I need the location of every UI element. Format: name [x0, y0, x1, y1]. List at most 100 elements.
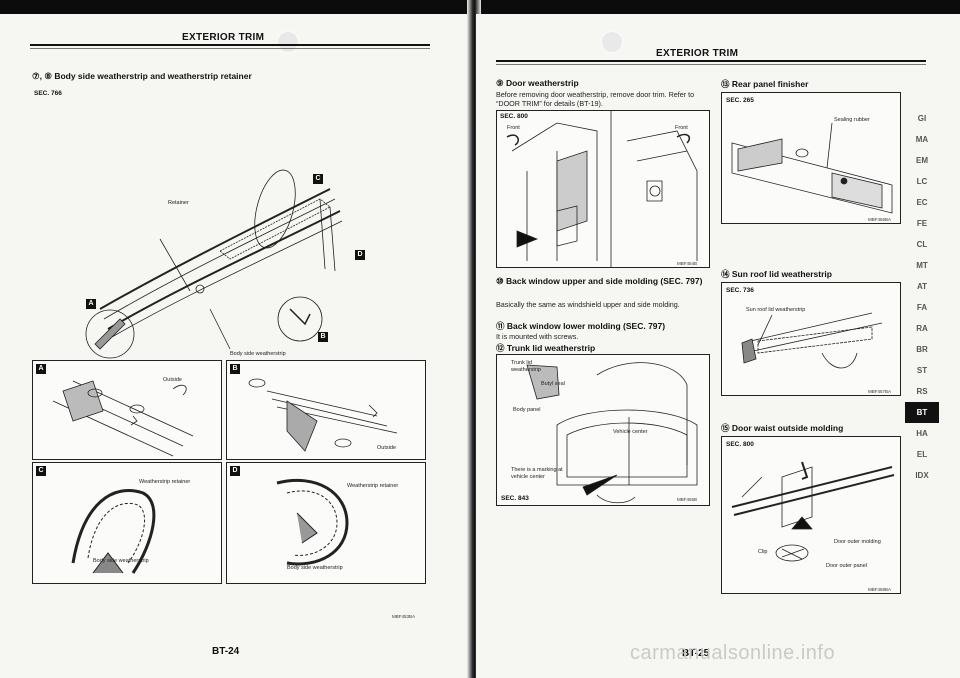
section-index-tabs: GI MA EM LC EC FE CL MT AT FA RA BR ST R…	[905, 108, 939, 486]
sec-number: SEC. 766	[34, 90, 62, 97]
tab-ra[interactable]: RA	[916, 324, 928, 333]
door-weatherstrip-figure: SEC. 800 Front Front MBF454B	[496, 110, 710, 268]
tab-el[interactable]: EL	[916, 450, 928, 459]
header-rule	[30, 44, 430, 46]
rear-panel-drawing	[731, 122, 893, 214]
sunroof-figure: SEC. 736 Sun roof lid weatherstrip MBF45…	[721, 282, 901, 396]
tab-cl[interactable]: CL	[916, 240, 928, 249]
figure-code: MBF453BA	[392, 614, 416, 619]
sunroof-title: ⑭ Sun roof lid weatherstrip	[721, 269, 832, 279]
waist-figure: SEC. 800 Door outer molding Clip Door ou…	[721, 436, 901, 594]
tab-fe[interactable]: FE	[916, 219, 928, 228]
rear-panel-title: ⑬ Rear panel finisher	[721, 79, 809, 89]
right-page: EXTERIOR TRIM ⑨ Door weatherstrip Before…	[476, 14, 960, 678]
sunroof-drawing	[741, 312, 883, 369]
callout-d: D	[355, 250, 365, 260]
marking-note-label: There is a marking at vehicle center	[511, 467, 563, 480]
weatherstrip-retainer-label: Weatherstrip retainer	[139, 479, 191, 485]
watermark: carmanualsonline.info	[630, 642, 836, 664]
body-side-weatherstrip-label: Body side weatherstrip	[230, 351, 286, 357]
front-label-1: Front	[507, 125, 520, 131]
detail-b-figure: B Outside	[226, 360, 426, 460]
tab-ha[interactable]: HA	[916, 429, 928, 438]
rear-panel-figcode: MBF456BA	[868, 217, 892, 222]
page-number: BT-25	[682, 648, 710, 659]
body-side-weatherstrip-label-d: Body side weatherstrip	[287, 565, 343, 571]
header-rule	[496, 60, 926, 62]
trunk-figcode: MBF455B	[677, 497, 698, 502]
rear-panel-sec: SEC. 265	[726, 97, 754, 104]
tab-st[interactable]: ST	[916, 366, 928, 375]
weatherstrip-retainer-label-d: Weatherstrip retainer	[347, 483, 399, 489]
trunk-lid-ws-label: Trunk lid weatherstrip	[511, 360, 541, 373]
trunk-lid-title: ⑫ Trunk lid weatherstrip	[496, 343, 596, 353]
tab-lc[interactable]: LC	[916, 177, 928, 186]
tab-fa[interactable]: FA	[916, 303, 928, 312]
detail-c-tag: C	[36, 466, 46, 476]
back-window-lower-text: It is mounted with screws.	[496, 332, 579, 341]
detail-b-drawing	[248, 378, 398, 452]
waist-sec: SEC. 800	[726, 441, 754, 448]
vehicle-center-label: Vehicle center	[613, 429, 648, 435]
trunk-lid-drawing	[526, 362, 698, 504]
tab-gi[interactable]: GI	[917, 114, 927, 123]
detail-a-tag: A	[36, 364, 46, 374]
trunk-sec: SEC. 843	[501, 495, 529, 502]
binder-hole	[602, 32, 622, 52]
tab-at[interactable]: AT	[916, 282, 928, 291]
back-window-text: Basically the same as windshield upper a…	[496, 300, 680, 309]
section-title: ⑦, ⑧ Body side weatherstrip and weathers…	[32, 71, 252, 81]
door-weatherstrip-drawing	[506, 111, 698, 267]
tab-br[interactable]: BR	[916, 345, 928, 354]
back-window-title: ⑩ Back window upper and side molding (SE…	[496, 276, 703, 286]
door-weatherstrip-title: ⑨ Door weatherstrip	[496, 78, 579, 88]
weatherstrip-main-diagram	[85, 169, 343, 359]
detail-a-drawing	[52, 380, 194, 457]
back-window-lower-title: ⑪ Back window lower molding (SEC. 797)	[496, 321, 666, 331]
door-weatherstrip-text: Before removing door weatherstrip, remov…	[496, 90, 695, 108]
door-ws-figcode: MBF454B	[677, 261, 698, 266]
header-rule-thin	[496, 64, 926, 65]
callout-a: A	[86, 299, 96, 309]
tab-idx[interactable]: IDX	[915, 471, 929, 480]
waist-figcode: MBF458BA	[868, 587, 892, 592]
butyl-seal-label: Butyl seal	[541, 381, 565, 387]
sealing-rubber-label: Sealing rubber	[834, 117, 870, 123]
detail-a-figure: A Outside	[32, 360, 222, 460]
door-outer-molding-label: Door outer molding	[834, 539, 881, 545]
waist-title: ⑮ Door waist outside molding	[721, 423, 844, 433]
sunroof-sec: SEC. 736	[726, 287, 754, 294]
body-side-weatherstrip-label-c: Body side weatherstrip	[93, 558, 149, 564]
header-rule-thin	[30, 48, 430, 49]
page-number: BT-24	[212, 646, 240, 657]
sunroof-figcode: MBF457BA	[868, 389, 892, 394]
callout-b: B	[318, 332, 328, 342]
page-header: EXTERIOR TRIM	[182, 32, 265, 43]
trunk-lid-figure: Trunk lid weatherstrip Butyl seal Body p…	[496, 354, 710, 506]
sunroof-ws-label: Sun roof lid weatherstrip	[746, 307, 806, 313]
door-outer-panel-label: Door outer panel	[826, 563, 867, 569]
tab-em[interactable]: EM	[916, 156, 928, 165]
tab-mt[interactable]: MT	[916, 261, 928, 270]
tab-bt[interactable]: BT	[905, 402, 939, 423]
tab-ma[interactable]: MA	[915, 135, 929, 144]
detail-b-tag: B	[230, 364, 240, 374]
door-ws-sec: SEC. 800	[500, 113, 528, 120]
detail-d-figure: D Weatherstrip retainer Body side weathe…	[226, 462, 426, 584]
detail-d-tag: D	[230, 466, 240, 476]
outside-label: Outside	[163, 377, 182, 383]
binder-hole	[278, 32, 298, 52]
left-page: EXTERIOR TRIM ⑦, ⑧ Body side weatherstri…	[0, 14, 472, 678]
waist-drawing	[731, 461, 895, 562]
outside-label-b: Outside	[377, 445, 396, 451]
tab-ec[interactable]: EC	[916, 198, 928, 207]
front-label-2: Front	[675, 125, 688, 131]
page-header: EXTERIOR TRIM	[656, 48, 739, 59]
rear-panel-figure: SEC. 265 Sealing rubber MBF456BA	[721, 92, 901, 224]
detail-d-drawing	[276, 478, 349, 566]
clip-label: Clip	[758, 549, 768, 555]
retainer-label: Retainer	[168, 200, 189, 206]
tab-rs[interactable]: RS	[916, 387, 928, 396]
detail-c-figure: C Weatherstrip retainer Body side weathe…	[32, 462, 222, 584]
callout-c: C	[313, 174, 323, 184]
